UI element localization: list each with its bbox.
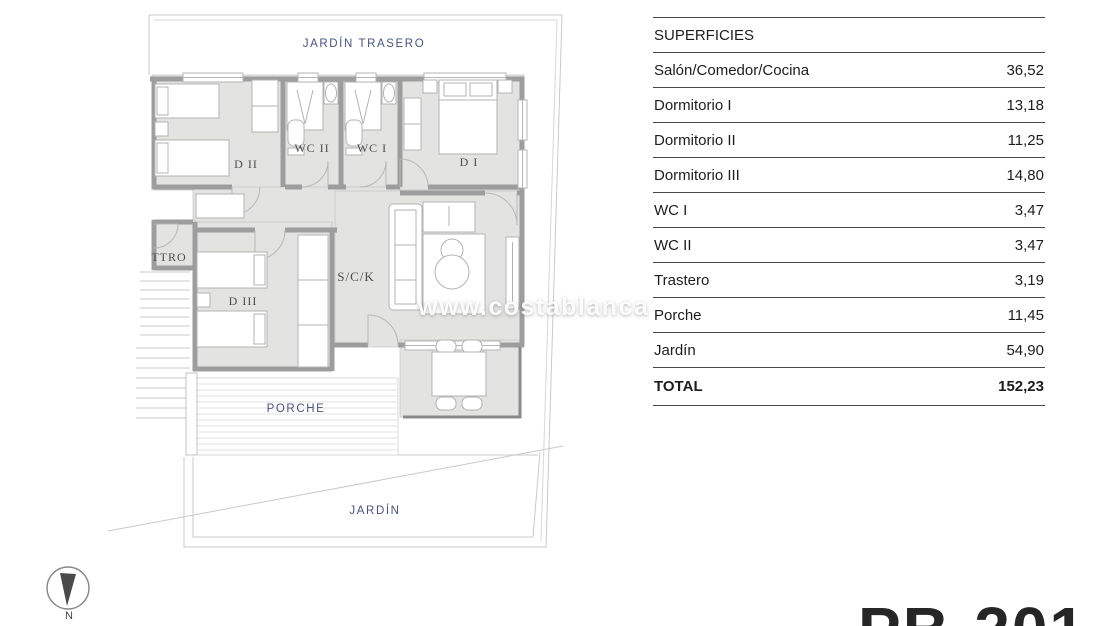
bed-icon-d2a	[154, 83, 220, 119]
bed-icon-d2b	[154, 139, 230, 177]
door-arcs	[153, 158, 518, 346]
room-label-d2: D II	[234, 157, 258, 171]
row-value: 54,90	[1006, 341, 1044, 359]
row-label: Dormitorio II	[654, 131, 736, 149]
room-label-d1: D I	[460, 155, 479, 169]
door-wc1	[359, 160, 387, 188]
diagonal-site-line	[107, 445, 564, 532]
toilet-icon-wc1	[345, 119, 363, 156]
table-row: WC II 3,47	[653, 228, 1045, 263]
nightstand-icon	[497, 79, 513, 94]
row-value: 3,47	[1014, 201, 1044, 219]
back-garden-label: JARDÍN TRASERO	[303, 37, 426, 50]
row-label: Dormitorio I	[654, 96, 732, 114]
terrace-edge	[403, 347, 522, 419]
row-value: 36,52	[1006, 61, 1044, 79]
watermark: www.costablanca	[418, 293, 650, 321]
north-letter: N	[65, 610, 73, 622]
row-value: 13,18	[1006, 96, 1044, 114]
garden-label: JARDÍN	[349, 504, 400, 517]
nightstand-icon	[154, 121, 169, 137]
plan-code: PB-201	[858, 598, 1087, 626]
table-row: Trastero 3,19	[653, 263, 1045, 298]
table-row: WC I 3,47	[653, 193, 1045, 228]
dining-set-icon	[431, 339, 487, 411]
row-label: Dormitorio III	[654, 166, 740, 184]
row-value: 11,45	[1007, 306, 1044, 324]
table-row: Jardín 54,90	[653, 333, 1045, 368]
wardrobe-icon-d1	[403, 97, 422, 151]
door-living	[484, 192, 518, 226]
row-label: Salón/Comedor/Cocina	[654, 61, 810, 79]
table-row: Dormitorio II 11,25	[653, 123, 1045, 158]
bed-icon-d1	[438, 79, 498, 155]
north-arrow-icon	[60, 573, 76, 606]
compass-circle	[46, 566, 90, 610]
row-label: WC II	[654, 236, 692, 254]
furniture	[154, 79, 520, 411]
row-label: Porche	[654, 306, 702, 324]
row-value: 3,47	[1014, 236, 1044, 254]
total-value: 152,23	[998, 378, 1044, 395]
stairs	[136, 271, 198, 456]
door-bedroom1	[399, 158, 429, 188]
room-label-ttro: TTRO	[151, 250, 186, 264]
compass: N	[46, 566, 90, 622]
toilet-icon-wc2	[287, 119, 305, 156]
total-label: TOTAL	[654, 378, 703, 395]
room-label-wc1: WC I	[357, 141, 387, 155]
table-row: Dormitorio I 13,18	[653, 88, 1045, 123]
surfaces-table: SUPERFICIES Salón/Comedor/Cocina 36,52 D…	[653, 17, 1045, 406]
table-row: Salón/Comedor/Cocina 36,52	[653, 53, 1045, 88]
sofa-icon	[388, 203, 423, 311]
row-value: 14,80	[1006, 166, 1044, 184]
row-value: 11,25	[1007, 131, 1044, 149]
room-label-wc2: WC II	[294, 141, 329, 155]
row-label: Trastero	[654, 271, 710, 289]
row-label: Jardín	[654, 341, 696, 359]
porch-hatch	[196, 377, 399, 456]
nightstand-icon	[422, 79, 438, 94]
side-table-icon	[434, 238, 470, 290]
door-entrance	[367, 314, 399, 346]
table-row: Porche 11,45	[653, 298, 1045, 333]
nightstand-icon	[196, 292, 211, 308]
table-row: Dormitorio III 14,80	[653, 158, 1045, 193]
table-title: SUPERFICIES	[654, 26, 755, 44]
row-label: WC I	[654, 201, 688, 219]
room-label-d3: D III	[229, 294, 258, 308]
sink-icon-wc2	[323, 81, 339, 105]
shower-icon-wc1	[344, 81, 382, 131]
shower-icon-wc2	[286, 81, 324, 131]
door-storage	[153, 223, 179, 249]
floor-plan: JARDÍN TRASERO PORCHE JARDÍN D II WC II …	[46, 14, 564, 622]
room-label-sck: S/C/K	[337, 269, 375, 284]
door-wc2	[301, 160, 329, 188]
wardrobe-icon-d2	[251, 79, 279, 133]
bed-icon-d3b	[196, 310, 268, 348]
closet-icon-hall	[195, 193, 245, 219]
sink-icon-wc1	[381, 81, 397, 105]
table-header: SUPERFICIES	[653, 18, 1045, 53]
table-total-row: TOTAL 152,23	[653, 368, 1045, 406]
slider-panel-icon	[505, 236, 520, 310]
row-value: 3,19	[1014, 271, 1044, 289]
wardrobe-icon-d3	[297, 234, 329, 368]
porch-label: PORCHE	[267, 403, 326, 415]
tv-cabinet-icon	[422, 201, 476, 233]
bed-icon-d3a	[196, 251, 268, 289]
